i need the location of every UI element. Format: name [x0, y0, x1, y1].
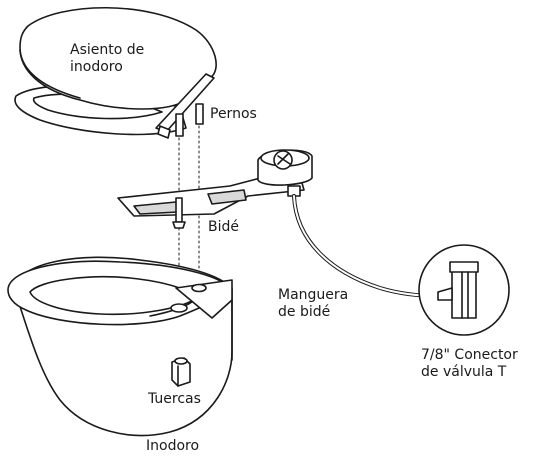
toilet-seat: [14, 6, 217, 139]
label-bolts: Pernos: [210, 106, 257, 122]
label-bidet-hose-line-2: de bidé: [278, 304, 331, 320]
label-toilet-seat: Asiento de inodoro: [70, 42, 144, 76]
bidet-attachment: [117, 149, 313, 229]
label-toilet: Inodoro: [146, 438, 200, 454]
bolts: [175, 103, 204, 137]
toilet-bowl: [7, 256, 233, 437]
label-t-valve-line-2: de válvula T: [421, 364, 507, 380]
label-t-valve-connector: 7/8" Conector de válvula T: [421, 347, 518, 381]
t-valve-connector: [418, 244, 510, 336]
label-bidet: Bidé: [208, 219, 239, 235]
label-nuts: Tuercas: [148, 391, 201, 407]
label-toilet-seat-line-1: Asiento de: [70, 42, 145, 58]
bidet-hose: [292, 194, 440, 298]
label-toilet-seat-line-2: inodoro: [70, 59, 123, 75]
label-bidet-hose: Manguera de bidé: [278, 287, 348, 321]
label-t-valve-line-1: 7/8" Conector: [421, 347, 518, 363]
nuts: [171, 357, 191, 387]
label-bidet-hose-line-1: Manguera: [278, 287, 349, 303]
